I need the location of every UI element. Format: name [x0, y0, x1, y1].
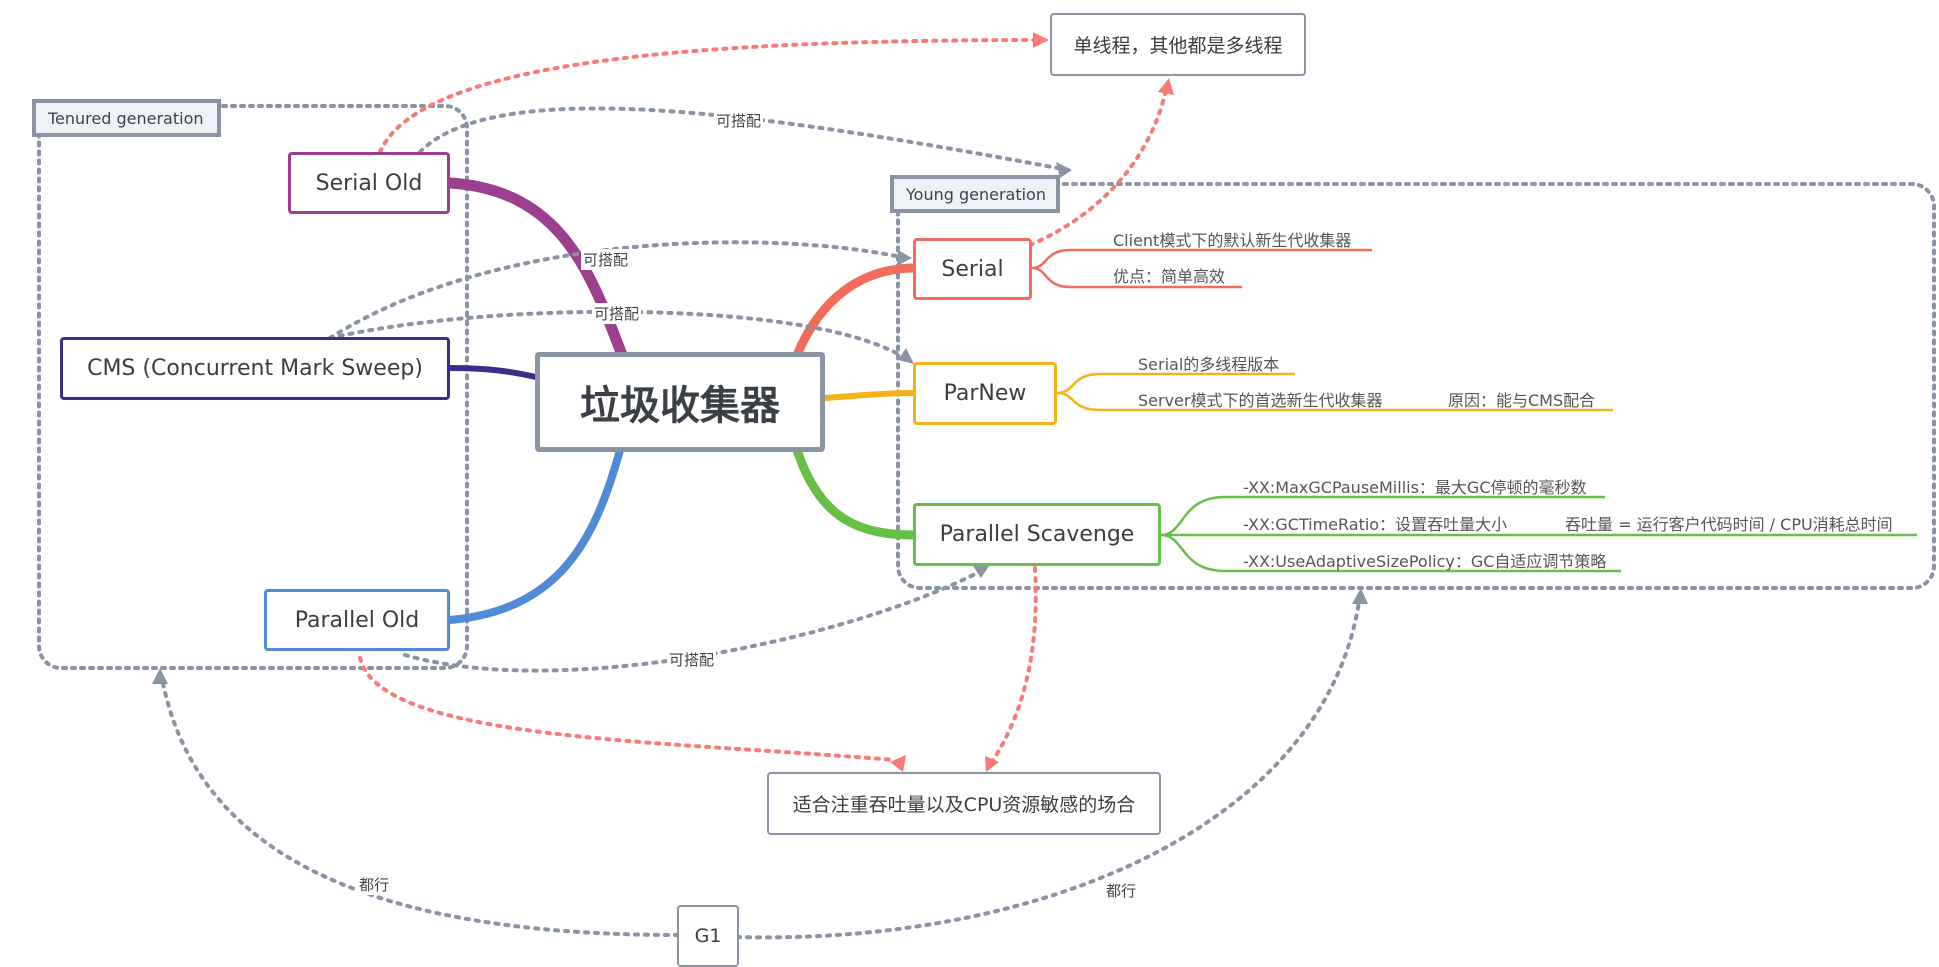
scavenge-detail-pause: -XX:MaxGCPauseMillis：最大GC停顿的毫秒数	[1243, 478, 1587, 497]
arrowhead-tenured	[152, 668, 168, 684]
arrowhead-single-thread-b	[1158, 78, 1174, 95]
scavenge-detail-ratio: -XX:GCTimeRatio：设置吞吐量大小	[1243, 515, 1508, 534]
parnew-detail-reason: 原因：能与CMS配合	[1448, 391, 1596, 410]
g1-node[interactable]: G1	[677, 905, 739, 967]
serial-detail-default: Client模式下的默认新生代收集器	[1113, 231, 1352, 250]
branch-parallel-scavenge	[792, 445, 920, 540]
branch-serial	[792, 263, 920, 360]
young-generation-label: Young generation	[890, 175, 1060, 213]
link-scavenge-to-throughput	[988, 566, 1038, 767]
node-parallel-scavenge[interactable]: Parallel Scavenge	[913, 503, 1161, 566]
link-label-compatible-young: 可搭配	[714, 110, 764, 131]
link-serial-old-to-young	[418, 106, 1070, 172]
link-g1-to-young	[735, 593, 1362, 940]
parnew-detail-server: Server模式下的首选新生代收集器	[1138, 391, 1383, 410]
arrowhead-serial	[897, 250, 912, 266]
link-label-all-ok-tenured: 都行	[357, 874, 392, 895]
link-label-compatible-serial: 可搭配	[581, 249, 631, 270]
parnew-detail-connector	[1056, 372, 1613, 412]
node-parallel-old[interactable]: Parallel Old	[264, 589, 450, 651]
link-label-compatible-scavenge: 可搭配	[667, 649, 717, 670]
link-cms-to-parnew	[328, 309, 910, 362]
scavenge-detail-throughput-formula: 吞吐量 = 运行客户代码时间 / CPU消耗总时间	[1565, 515, 1893, 534]
scavenge-detail-adaptive: -XX:UseAdaptiveSizePolicy：GC自适应调节策略	[1243, 552, 1607, 571]
branch-parallel-old	[446, 446, 624, 624]
root-node[interactable]: 垃圾收集器	[535, 352, 825, 452]
arrowhead-young-g1	[1352, 588, 1368, 604]
arrowhead-young	[1056, 162, 1072, 178]
link-serial-to-single-thread	[1028, 88, 1168, 247]
parnew-detail-multithread: Serial的多线程版本	[1138, 355, 1280, 374]
single-thread-note[interactable]: 单线程，其他都是多线程	[1050, 13, 1306, 76]
arrowhead-scavenge	[973, 566, 989, 578]
serial-detail-advantage: 优点：简单高效	[1113, 267, 1226, 286]
link-label-all-ok-young: 都行	[1104, 880, 1139, 901]
branch-cms	[447, 365, 543, 381]
parallel-scavenge-detail-connector	[1160, 495, 1917, 573]
link-label-compatible-parnew: 可搭配	[592, 303, 642, 324]
link-parallel-old-to-throughput	[358, 656, 897, 762]
arrowhead-throughput-b	[985, 756, 999, 772]
link-cms-to-serial	[328, 240, 907, 340]
link-serial-old-to-single-thread	[378, 38, 1042, 154]
arrowhead-single-thread-a	[1033, 32, 1049, 48]
branch-parnew	[822, 390, 918, 401]
young-generation-boundary	[896, 182, 1936, 590]
arrowhead-parnew	[898, 348, 914, 364]
tenured-generation-label: Tenured generation	[32, 99, 221, 137]
node-cms[interactable]: CMS (Concurrent Mark Sweep)	[60, 337, 450, 400]
serial-detail-connector	[1031, 248, 1372, 289]
link-g1-to-tenured	[160, 676, 680, 937]
arrowhead-throughput-a	[890, 755, 906, 772]
tenured-generation-boundary	[37, 104, 469, 670]
throughput-note[interactable]: 适合注重吞吐量以及CPU资源敏感的场合	[767, 772, 1161, 835]
node-serial-old[interactable]: Serial Old	[288, 152, 450, 214]
node-serial[interactable]: Serial	[913, 238, 1032, 300]
node-parnew[interactable]: ParNew	[913, 362, 1057, 425]
